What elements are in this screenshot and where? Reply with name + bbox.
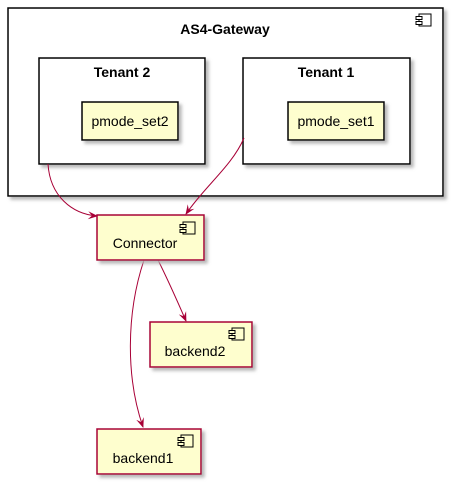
arrow-tenant1-to-connector xyxy=(185,137,245,215)
component-icon xyxy=(179,221,196,235)
component-icon xyxy=(228,327,245,341)
as4-gateway-title: AS4-Gateway xyxy=(180,21,270,37)
connector-component: Connector xyxy=(96,214,205,261)
connector-label: Connector xyxy=(113,235,178,251)
component-icon xyxy=(177,434,194,448)
backend1-label: backend1 xyxy=(113,450,174,466)
arrows xyxy=(47,137,245,428)
pmode-set1-node: pmode_set1 xyxy=(287,101,385,141)
backend2-label: backend2 xyxy=(165,343,226,359)
backend1-component: backend1 xyxy=(96,428,202,475)
pmode-set2-label: pmode_set2 xyxy=(91,113,168,129)
tenant-2-title: Tenant 2 xyxy=(94,64,151,80)
pmode-set2-node: pmode_set2 xyxy=(81,101,179,141)
arrow-connector-to-backend1 xyxy=(129,259,145,428)
arrow-tenant2-to-connector xyxy=(47,163,98,220)
component-icon xyxy=(415,13,432,27)
tenant-1-box: Tenant 1 pmode_set1 xyxy=(242,57,411,165)
pmode-set1-label: pmode_set1 xyxy=(297,113,374,129)
tenant-2-box: Tenant 2 pmode_set2 xyxy=(38,57,206,165)
arrow-connector-to-backend2 xyxy=(157,259,187,322)
tenant-1-title: Tenant 1 xyxy=(298,64,355,80)
backend2-component: backend2 xyxy=(149,321,253,368)
